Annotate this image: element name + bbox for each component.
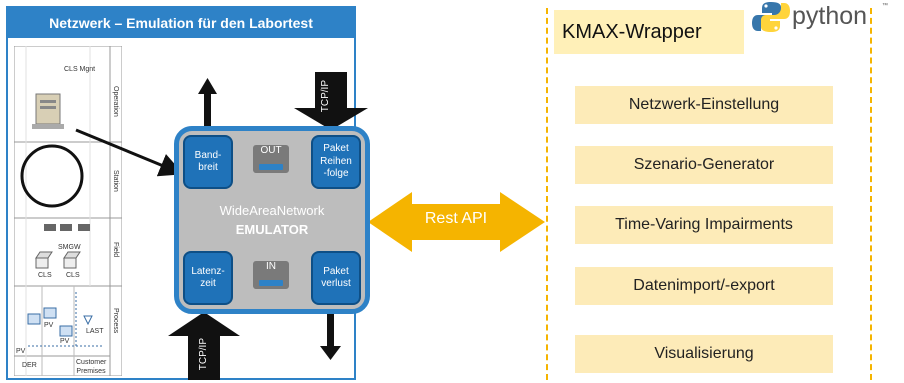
trademark-mark: ™ — [882, 3, 888, 9]
python-logo-icon — [752, 0, 790, 34]
packet-order-box: Paket Reihen -folge — [311, 135, 361, 189]
cls-label-1: CLS — [38, 272, 52, 279]
out-arrow-down — [320, 312, 341, 360]
emulator-subtitle: EMULATOR — [235, 222, 309, 237]
out-arrow-up — [198, 78, 217, 128]
pv-label-2: PV — [60, 338, 70, 345]
in-port-label: IN — [266, 261, 276, 272]
server-icon — [32, 93, 64, 129]
last-label: LAST — [86, 328, 104, 335]
tcpip-arrow-bottom — [168, 312, 240, 380]
cls-mgnt-label: CLS Mgnt — [64, 66, 96, 73]
smgw-devices — [44, 224, 90, 231]
kmax-title: KMAX-Wrapper — [554, 10, 744, 54]
pv-label-1: PV — [44, 322, 54, 329]
panel-title: Netzwerk – Emulation für den Labortest — [8, 8, 354, 38]
in-port: IN — [253, 261, 289, 289]
wan-title: WideAreaNetwork — [219, 203, 325, 218]
pv-devices — [27, 292, 104, 347]
kmax-item: Datenimport/-export — [575, 267, 833, 305]
zone-field-label: Field — [112, 242, 119, 258]
bandwidth-box: Band- breit — [183, 135, 233, 189]
zone-process-label: Process — [112, 308, 119, 334]
cls-devices — [35, 251, 81, 269]
zoom-circle — [20, 144, 84, 208]
rest-api-arrow — [368, 192, 545, 252]
out-port-label: OUT — [260, 145, 282, 156]
kmax-wrapper-panel — [546, 8, 872, 380]
kmax-item: Time-Varing Impairments — [575, 206, 833, 244]
der-label: DER — [22, 362, 37, 369]
cls-label-2: CLS — [66, 272, 80, 279]
tcpip-bottom-label: TCP/IP — [198, 338, 209, 371]
zone-operation-label: Operation — [112, 86, 119, 117]
tcpip-top-label: TCP/IP — [320, 80, 331, 113]
customer-premises-label: Customer Premises — [76, 359, 107, 375]
tcpip-arrow-top — [294, 72, 368, 130]
kmax-item: Visualisierung — [575, 335, 833, 373]
kmax-item: Szenario-Generator — [575, 146, 833, 184]
latency-box: Latenz- zeit — [183, 251, 233, 305]
connector-line — [75, 128, 184, 177]
rest-api-label: Rest API — [424, 210, 488, 227]
out-port: OUT — [253, 145, 289, 173]
wan-emulator: Band- breit Paket Reihen -folge Latenz- … — [174, 126, 370, 314]
python-wordmark: python — [792, 2, 868, 30]
pv-label-3: PV — [16, 348, 26, 355]
smgw-label: SMGW — [58, 244, 81, 251]
zone-station-label: Station — [112, 170, 119, 192]
kmax-item: Netzwerk-Einstellung — [575, 86, 833, 124]
packet-loss-box: Paket verlust — [311, 251, 361, 305]
